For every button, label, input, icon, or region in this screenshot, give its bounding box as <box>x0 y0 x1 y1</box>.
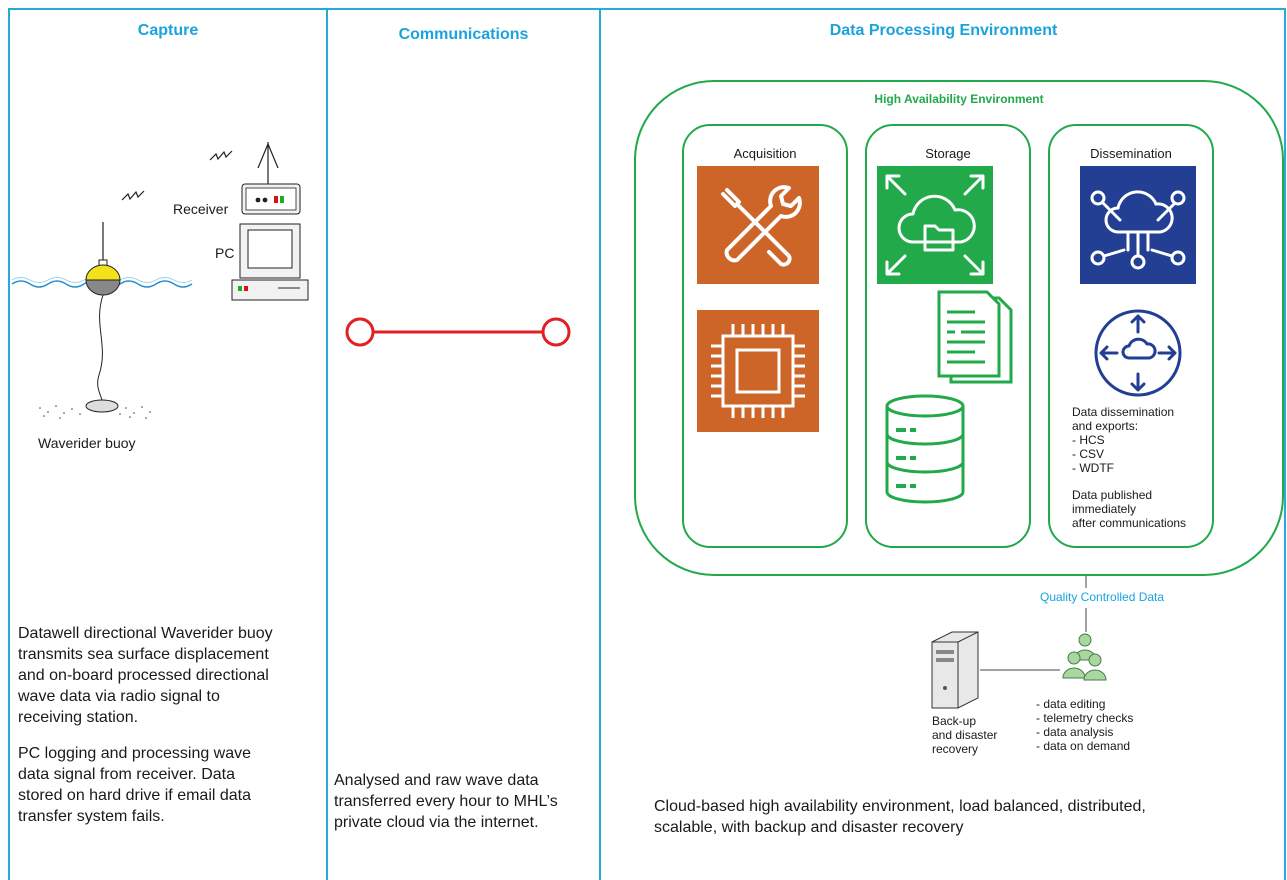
qc-tasks: - data editing- telemetry checks- data a… <box>1036 697 1134 753</box>
communication-link <box>345 317 571 347</box>
tools-icon <box>697 166 819 284</box>
router-icon <box>1094 309 1182 397</box>
communications-title: Communications <box>398 26 529 43</box>
column-divider-1 <box>326 8 328 880</box>
storage-box <box>865 124 1031 548</box>
pc-icon <box>231 223 309 301</box>
link-endpoint-right <box>541 317 571 347</box>
processing-description: Cloud-based high availability environmen… <box>654 798 1146 836</box>
backup-server-icon <box>931 631 979 709</box>
receiver-label: Receiver <box>173 201 229 217</box>
cloud-storage-icon <box>877 166 993 284</box>
acquisition-box <box>682 124 848 548</box>
capture-title: Capture <box>137 22 199 39</box>
processing-title: Data Processing Environment <box>829 22 1058 39</box>
waverider-buoy-icon <box>85 222 121 413</box>
seabed <box>39 405 151 419</box>
antenna-icon <box>257 142 279 184</box>
receiver-icon <box>241 183 301 215</box>
dissemination-title: Dissemination <box>1090 146 1172 161</box>
radio-signal-icon-2 <box>209 150 233 161</box>
capture-illustration <box>11 142 309 419</box>
database-icon <box>885 394 965 504</box>
high-availability-box <box>634 80 1284 576</box>
cloud-network-icon <box>1080 166 1196 284</box>
storage-title: Storage <box>925 146 971 161</box>
dissemination-box <box>1048 124 1214 548</box>
radio-signal-icon <box>121 190 145 201</box>
acquisition-title: Acquisition <box>733 146 797 161</box>
processor-chip-icon <box>697 310 819 432</box>
analysts-group-icon <box>1062 633 1107 681</box>
buoy-label: Waverider buoy <box>38 435 136 451</box>
column-divider-2 <box>599 8 601 880</box>
ha-title: High Availability Environment <box>874 92 1044 106</box>
diagram-frame <box>8 8 1286 880</box>
pc-label: PC <box>215 245 235 261</box>
qc-label: Quality Controlled Data <box>1040 590 1165 604</box>
documents-icon <box>937 290 1013 384</box>
qc-connector <box>980 576 1087 671</box>
link-endpoint-left <box>345 317 375 347</box>
